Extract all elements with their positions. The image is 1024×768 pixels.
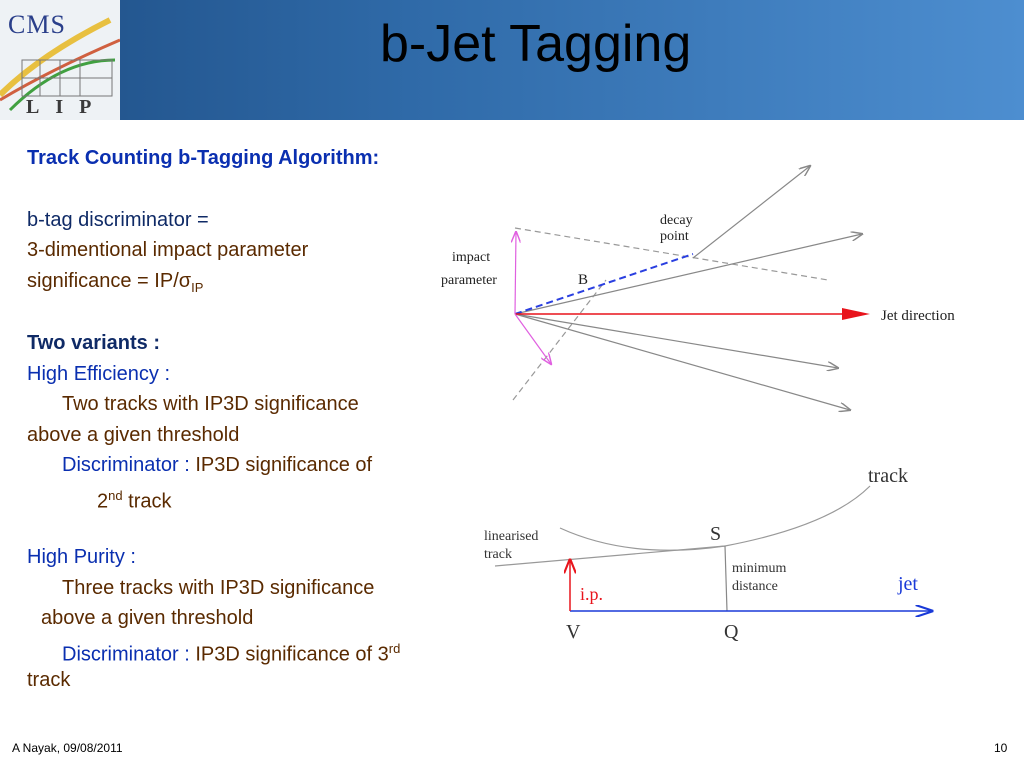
high-efficiency-line1: Two tracks with IP3D significance — [62, 393, 359, 415]
logo-cms-text: CMS — [8, 10, 66, 39]
track-2 — [514, 234, 862, 315]
hp-disc-sup: rd — [388, 641, 401, 656]
sigma-subscript: IP — [191, 280, 204, 295]
impact-parameter-arrow-up — [515, 232, 516, 315]
q-label: Q — [724, 621, 739, 643]
linearised-label-1: linearised — [484, 529, 538, 544]
slide-title: b-Jet Tagging — [380, 15, 692, 73]
impact-label-2: parameter — [441, 273, 497, 288]
track-1 — [692, 166, 810, 259]
impact-parameter-diagram: impact parameter B decay point Jet direc… — [441, 160, 955, 420]
dashed-track-line — [514, 227, 829, 281]
linearised-track-diagram: track linearised track S minimum distanc… — [484, 465, 950, 643]
high-efficiency-line2: above a given threshold — [27, 424, 240, 446]
b-flight-line — [514, 253, 694, 315]
he-disc-ordinal: 2nd track — [97, 484, 172, 514]
dashed-perpendicular-line — [512, 279, 607, 401]
b-label: B — [578, 272, 588, 288]
minimum-label-2: distance — [732, 579, 778, 594]
track-4 — [514, 313, 850, 410]
minimum-distance-line — [724, 545, 728, 612]
track-label: track — [868, 465, 908, 487]
minimum-label-1: minimum — [732, 561, 787, 576]
linearised-label-2: track — [484, 547, 512, 562]
cms-lip-logo: CMS LIP — [0, 0, 120, 120]
header-bar: CMS LIP b-Jet Tagging — [0, 0, 1024, 120]
hp-disc-label: Discriminator : — [62, 643, 190, 666]
s-label: S — [710, 523, 721, 545]
significance-line: significance = IP/σIP — [27, 269, 203, 300]
he-disc-value: IP3D significance of — [189, 454, 373, 476]
track-3 — [514, 313, 838, 368]
high-efficiency-discriminator: Discriminator : IP3D significance of — [62, 453, 372, 477]
decay-label-2: point — [660, 229, 689, 244]
high-purity-line2: above a given threshold — [41, 607, 254, 629]
decay-label-1: decay — [660, 213, 693, 228]
linearised-track-line — [494, 545, 726, 567]
v-label: V — [566, 621, 581, 643]
impact-parameter-line: 3-dimentional impact parameter — [27, 239, 309, 261]
hp-disc-track: track — [27, 669, 71, 691]
hp-disc-value: IP3D significance of 3 — [189, 643, 389, 666]
high-purity-label: High Purity : — [27, 546, 136, 568]
footer-author-date: A Nayak, 09/08/2011 — [12, 741, 123, 755]
he-disc-label: Discriminator : — [62, 454, 190, 476]
significance-prefix: significance = IP/ — [27, 270, 179, 292]
he-disc-sup: nd — [108, 488, 123, 503]
jet-direction-label: Jet direction — [881, 308, 955, 324]
he-disc-track: track — [122, 490, 172, 513]
algorithm-heading: Track Counting b-Tagging Algorithm: — [27, 147, 380, 169]
ip-label: i.p. — [580, 584, 603, 604]
jet-label: jet — [897, 573, 918, 595]
high-purity-line1: Three tracks with IP3D significance — [62, 577, 375, 599]
variants-heading: Two variants : — [27, 332, 160, 354]
discriminator-line: b-tag discriminator = — [27, 209, 209, 231]
logo-graphic — [0, 0, 120, 120]
high-purity-discriminator: Discriminator : IP3D significance of 3rd — [62, 637, 400, 667]
jet-direction-arrowhead — [842, 308, 870, 320]
impact-parameter-arrow-down — [514, 313, 551, 364]
logo-lip-text: LIP — [26, 96, 108, 118]
he-disc-num: 2 — [97, 490, 109, 513]
impact-label-1: impact — [452, 250, 490, 265]
high-efficiency-label: High Efficiency : — [27, 363, 171, 385]
sigma-symbol: σ — [178, 270, 192, 292]
footer-page-number: 10 — [994, 741, 1008, 755]
